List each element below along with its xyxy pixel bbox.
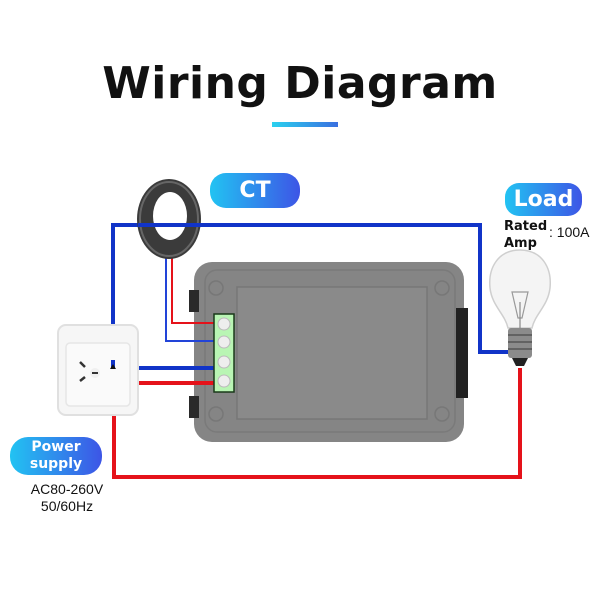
rated-amp-label: Rated Amp [504,218,547,252]
meter-screen [236,286,428,420]
power-line1: Power [31,439,81,455]
ct-ring-icon [137,179,201,259]
terminal-block [213,313,235,393]
screw-icon [434,406,450,422]
side-connector [456,308,468,398]
ct-lead-red [171,258,225,324]
power-voltage: AC80-260V [30,481,104,497]
page-title: Wiring Diagram [102,58,498,109]
power-frequency: 50/60Hz [40,498,94,514]
meter-bezel [204,269,456,433]
light-bulb-icon [489,249,551,366]
rated-line1: Rated [504,219,548,234]
screw-icon [434,280,450,296]
power-spec: AC80-260V 50/60Hz [12,481,122,515]
clip [189,396,199,418]
screw-icon [208,280,224,296]
clip [189,290,199,312]
live-wire-main [112,368,522,479]
wires [111,223,522,479]
meter-device [189,262,468,442]
power-line2: supply [29,456,83,472]
power-supply-label: Power supply [10,437,102,475]
rated-amp-value: : 100A [549,224,590,240]
wall-outlet-icon [57,324,139,416]
screw-icon [208,406,224,422]
load-label: Load [505,183,582,216]
neutral-wire-main [111,223,515,368]
ct-lead-blue [165,258,225,342]
rated-line2: Amp [504,236,537,251]
ct-label: CT [210,173,300,208]
title-underline [272,122,338,127]
